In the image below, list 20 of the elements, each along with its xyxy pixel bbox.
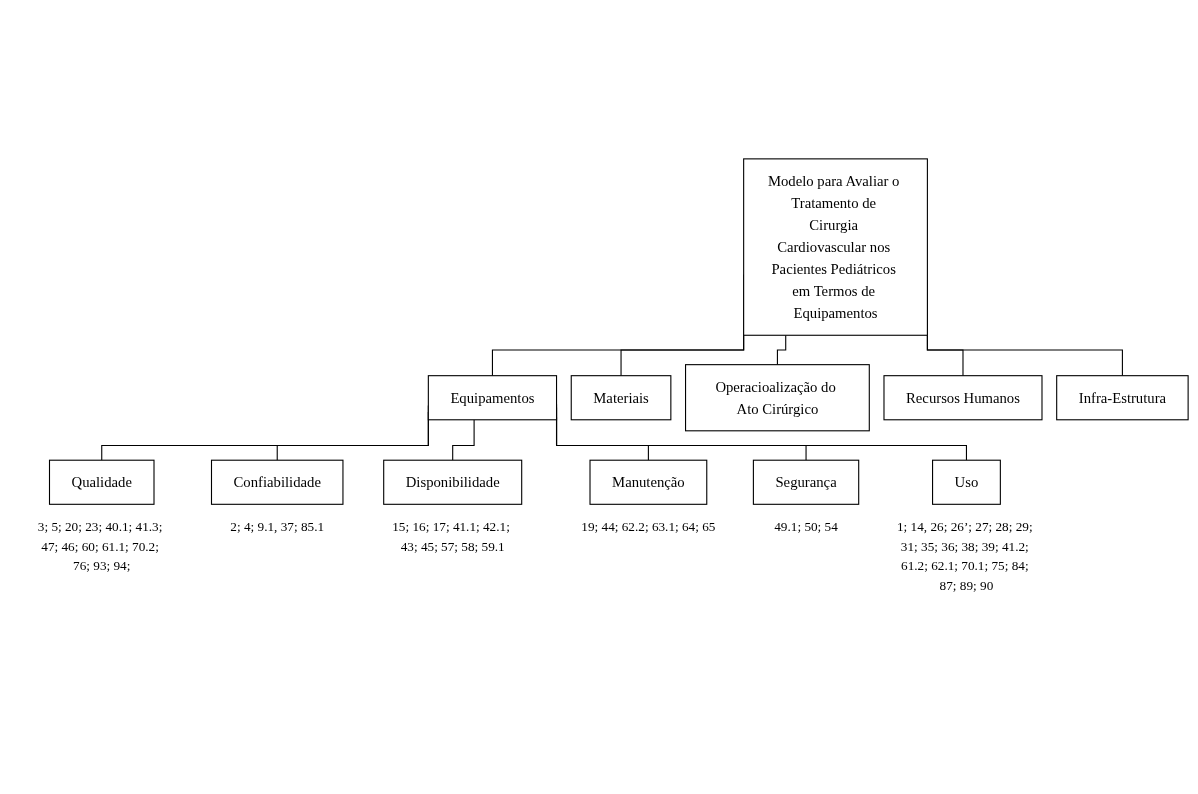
node-box: Manutenção <box>589 459 708 505</box>
node-box: Recursos Humanos <box>883 375 1043 421</box>
node-label: 19; 44; 62.2; 63.1; 64; 65 <box>581 519 716 534</box>
node-box: Equipamentos <box>427 375 558 421</box>
node-label: 2; 4; 9.1, 37; 85.1 <box>230 519 325 534</box>
node-box: Qualidade <box>48 459 155 505</box>
node-label: 3; 5; 20; 23; 40.1; 41.3; 47; 46; 60; 61.1; 70.2; 76; 93; 94; <box>37 519 163 574</box>
node-box: Operacioalização do Ato Cirúrgico <box>685 364 870 432</box>
node-label: 15; 16; 17; 41.1; 42.1; 43; 45; 57; 58; 59.1 <box>392 519 510 554</box>
node-box: Segurança <box>752 459 860 505</box>
connector <box>776 334 787 366</box>
node-box: Modelo para Avaliar o Tratamento de Cirurgia Cardiovascular nos Pacientes Pediátricos em Termos de Equipamentos <box>743 158 928 336</box>
node-box: Infra-Estrutura <box>1056 375 1189 421</box>
node-box: Confiabilidade <box>210 459 344 505</box>
node-box: Materiais <box>570 375 672 421</box>
node-box: Disponibilidade <box>383 459 523 505</box>
node-label: 1; 14, 26; 26’; 27; 28; 29; 31; 35; 36; 38; 39; 41.2; 61.2; 62.1; 70.1; 75; 84; 87; 89; 90 <box>897 519 1033 594</box>
node-box: Uso <box>932 459 1001 505</box>
connector <box>452 419 475 461</box>
node-label: 49.1; 50; 54 <box>774 519 838 534</box>
